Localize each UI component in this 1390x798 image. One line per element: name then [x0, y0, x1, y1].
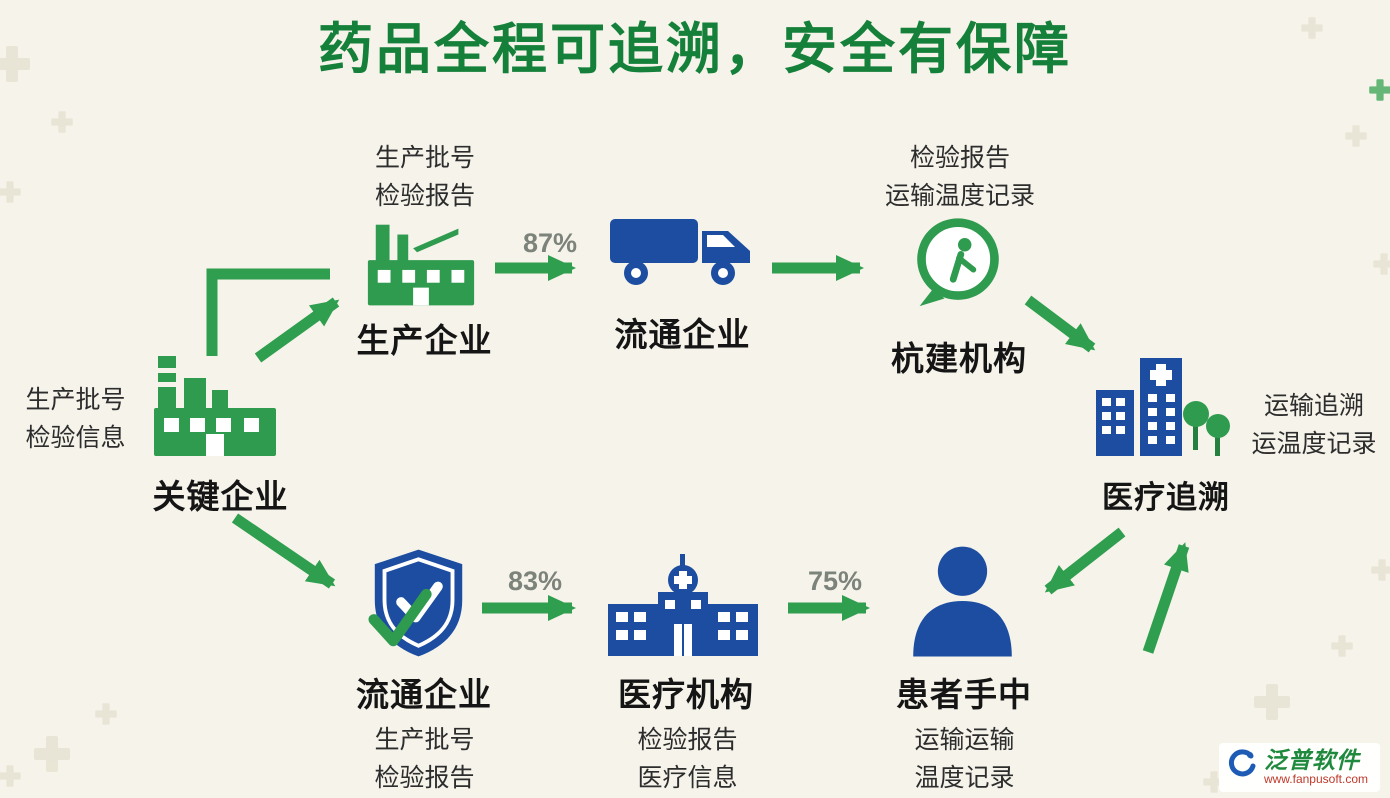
watermark: 泛普软件 www.fanpusoft.com	[1218, 742, 1380, 792]
percentage-circulation-hospital: 83%	[507, 566, 563, 596]
plus-decoration	[51, 111, 73, 133]
plus-decoration	[1371, 559, 1390, 581]
shield-check-icon	[368, 545, 470, 661]
plus-decoration	[1345, 125, 1367, 147]
medical-trace-note-2: 运温度记录	[1251, 429, 1377, 458]
arrow-key-to-circulation-bottom	[231, 513, 336, 589]
patient-note-1: 运输运输	[914, 726, 1015, 754]
percentage-hospital-patient: 75%	[807, 566, 863, 596]
key-enterprise-label: 关键企业	[152, 478, 289, 515]
key-enterprise-notes: 生产批号 检验信息	[8, 382, 143, 457]
plus-decoration	[0, 765, 21, 787]
producer-note-1: 生产批号	[374, 144, 475, 172]
plus-decoration	[1331, 635, 1353, 657]
fanpu-logo-icon	[1227, 749, 1257, 784]
connector-key-to-producer-elbow	[206, 268, 330, 356]
patient-icon	[905, 540, 1020, 658]
plus-decoration	[1373, 253, 1390, 275]
circulation-bottom-note-2: 检验报告	[374, 763, 475, 792]
inspection-label: 杭建机构	[891, 340, 1027, 377]
watermark-brand: 泛普软件	[1263, 746, 1360, 773]
key-enterprise-note-2: 检验信息	[25, 423, 126, 452]
factory-icon	[362, 220, 480, 312]
circulation-bottom-notes: 生产批号 检验报告	[337, 722, 512, 797]
inspection-notes: 检验报告 运输温度记录	[850, 140, 1070, 215]
watermark-url: www.fanpusoft.com	[1263, 772, 1368, 787]
circulation-bottom-note-1: 生产批号	[374, 726, 475, 754]
plus-decoration	[34, 736, 70, 772]
plus-decoration	[0, 181, 21, 203]
percentage-producer-circulation: 87%	[522, 228, 578, 258]
hospital-note-2: 医疗信息	[637, 763, 738, 792]
patient-label: 患者手中	[896, 676, 1032, 713]
inspection-note-2: 运输温度记录	[884, 181, 1035, 210]
hospital-note-1: 检验报告	[637, 726, 738, 754]
circulation-bottom-label: 流通企业	[356, 676, 492, 713]
medical-trace-label: 医疗追溯	[1102, 480, 1230, 515]
patient-notes: 运输运输 温度记录	[877, 722, 1052, 797]
plus-decoration	[1254, 684, 1290, 720]
key-enterprise-note-1: 生产批号	[25, 386, 126, 414]
arrow-patient-to-medicaltrace	[1142, 542, 1190, 654]
medical-trace-note-1: 运输追溯	[1263, 392, 1364, 420]
plus-decoration	[95, 703, 117, 725]
producer-notes: 生产批号 检验报告	[335, 140, 515, 215]
page-title: 药品全程可追溯，安全有保障	[317, 18, 1072, 80]
truck-icon	[606, 208, 756, 300]
patient-note-2: 温度记录	[914, 763, 1015, 792]
key-factory-icon	[148, 350, 283, 462]
producer-note-2: 检验报告	[374, 181, 475, 210]
medical-trace-notes: 运输追溯 运温度记录	[1240, 388, 1388, 463]
hospital-notes: 检验报告 医疗信息	[600, 722, 775, 797]
inspection-badge-icon	[910, 214, 1006, 310]
arrow-medicaltrace-to-patient	[1044, 527, 1126, 595]
hospital-icon	[602, 552, 764, 662]
inspection-note-1: 检验报告	[909, 144, 1010, 172]
medical-buildings-icon	[1092, 350, 1237, 466]
circulation-top-label: 流通企业	[614, 316, 751, 353]
producer-label: 生产企业	[356, 322, 493, 359]
hospital-label: 医疗机构	[618, 676, 754, 713]
